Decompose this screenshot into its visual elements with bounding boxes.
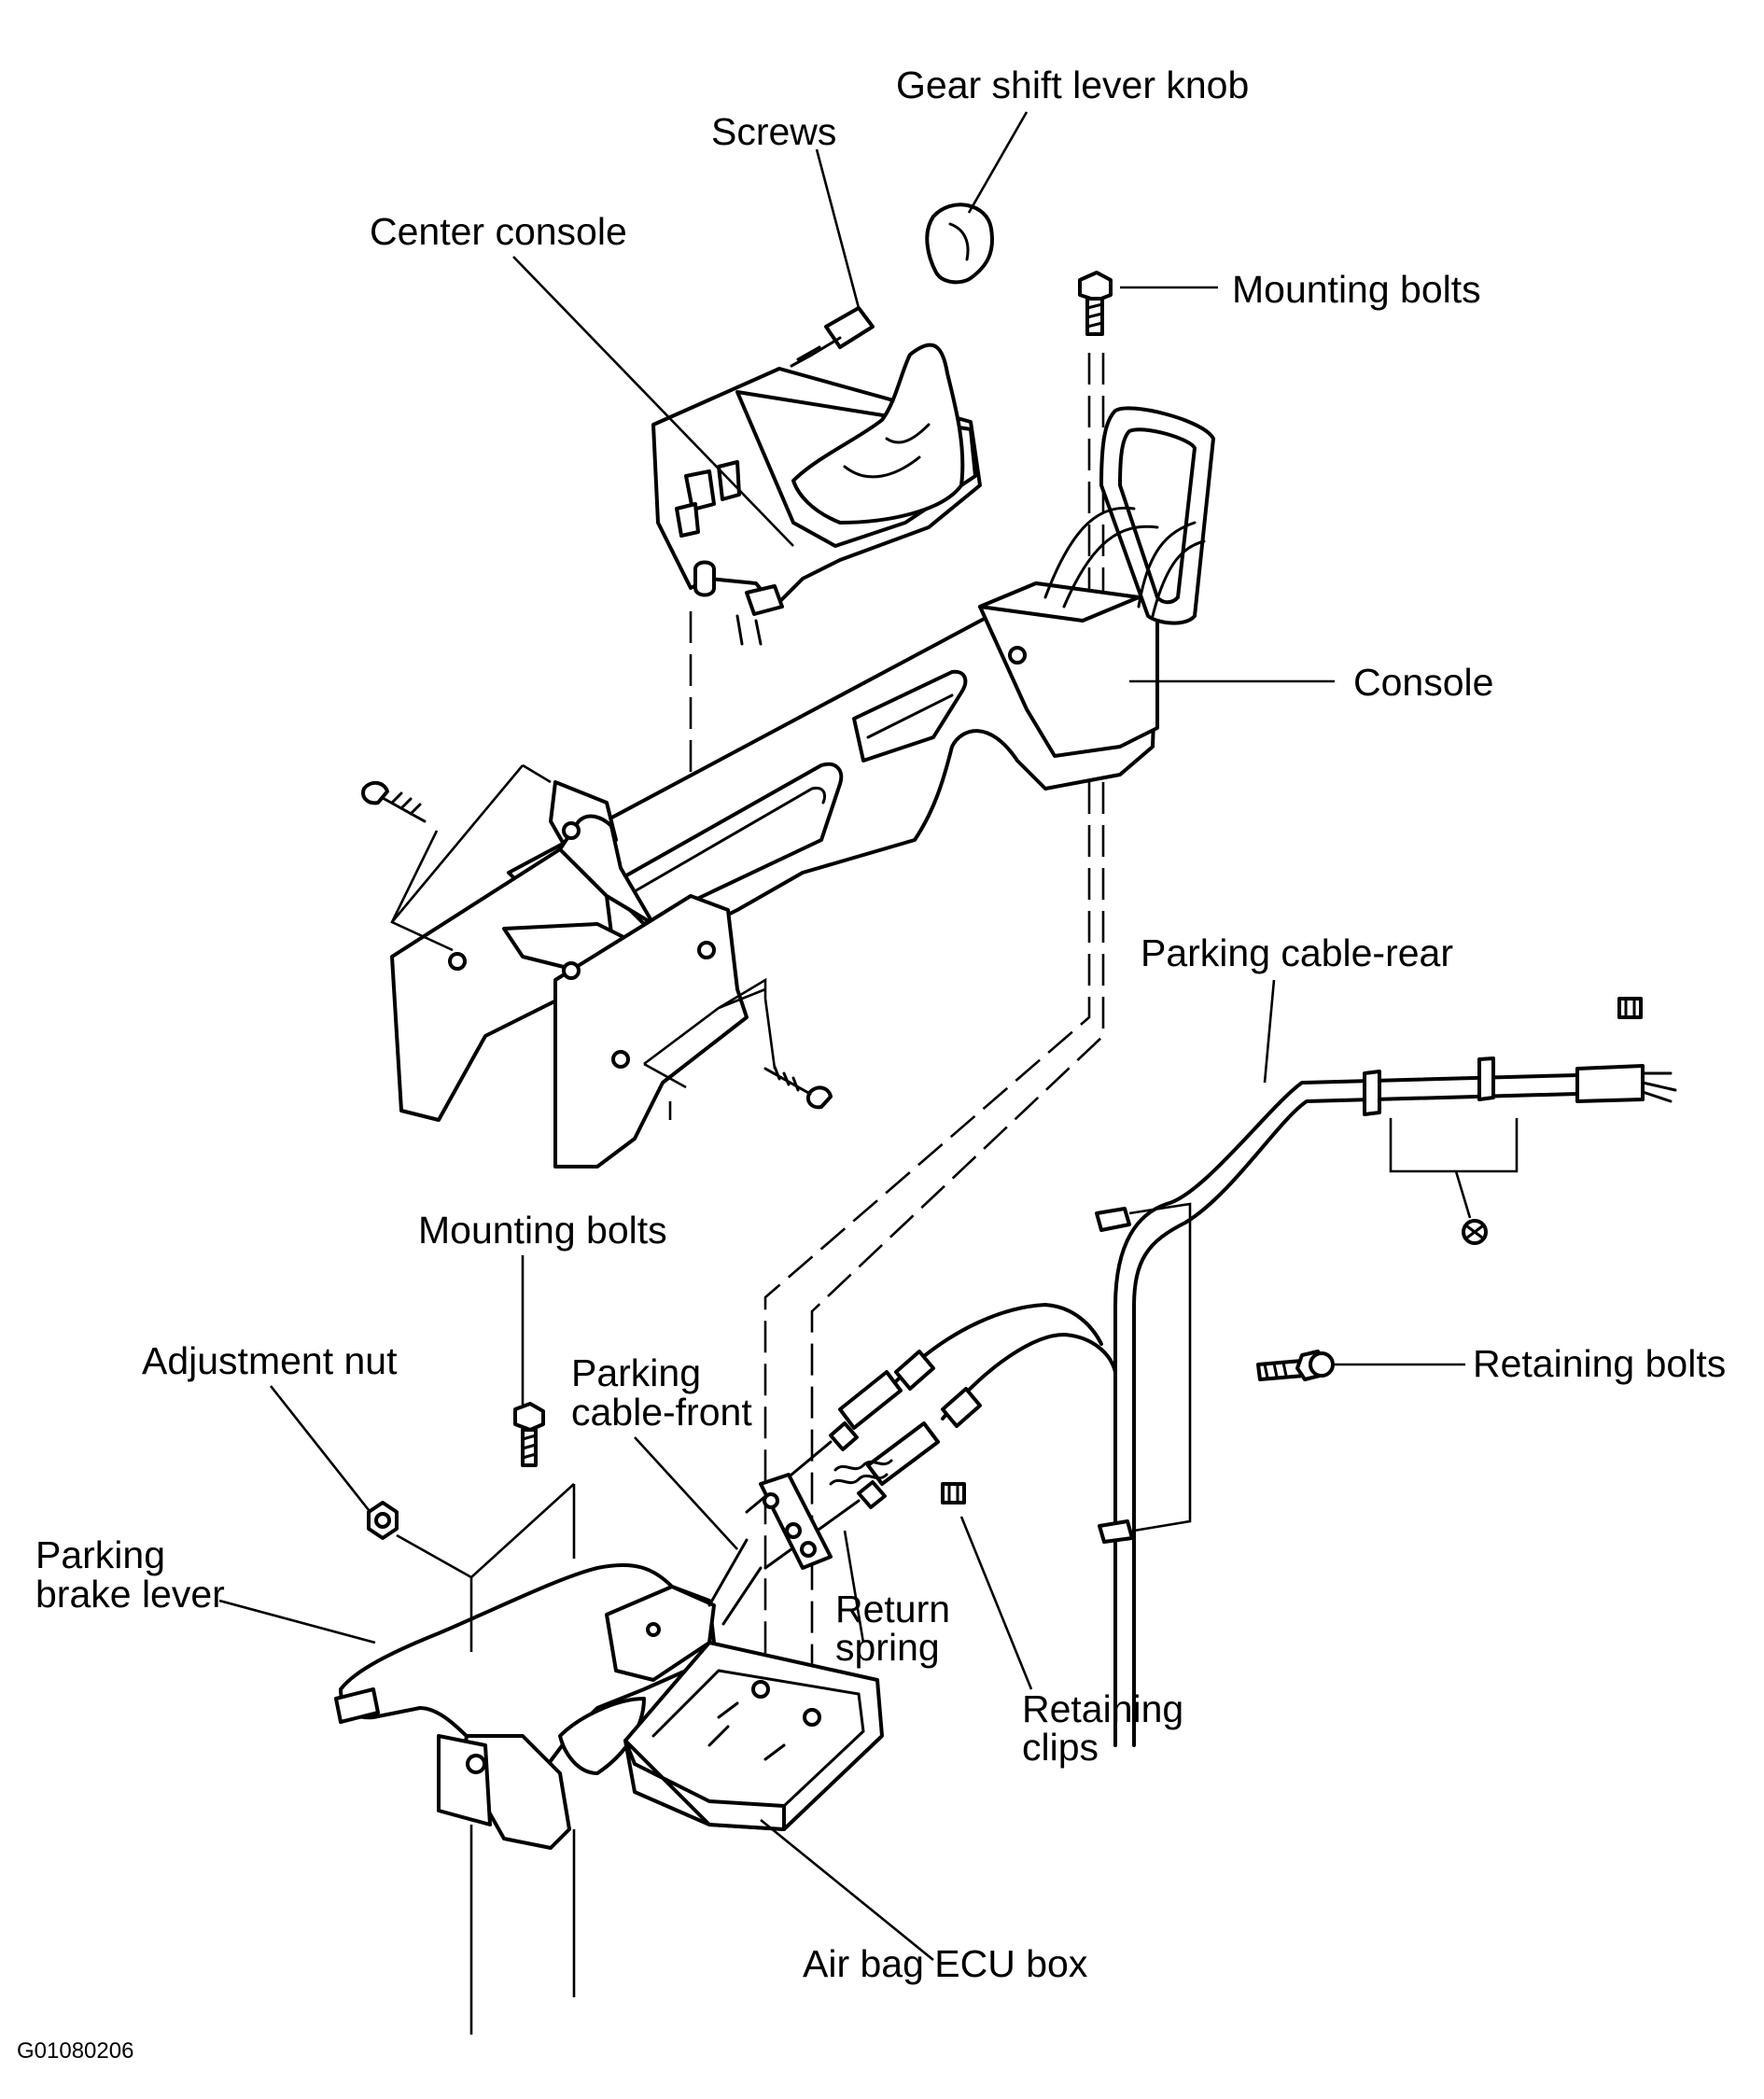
label-retaining-clips-2: clips <box>1022 1726 1099 1769</box>
label-return-spring-1: Return <box>835 1588 950 1630</box>
parking-cable-front <box>745 1303 1117 1570</box>
bottom-mounting-bolt <box>513 1402 545 1467</box>
label-parking-brake-lever-2: brake lever <box>35 1573 225 1616</box>
label-mounting-bolts-bottom: Mounting bolts <box>418 1209 667 1252</box>
parking-cable-rear <box>1095 997 1677 1747</box>
label-center-console: Center console <box>370 210 627 253</box>
leader-lines <box>218 111 1465 1962</box>
label-parking-cable-front-1: Parking <box>571 1351 701 1394</box>
labels: Gear shift lever knob Screws Center cons… <box>17 63 1726 2064</box>
gear-shift-knob <box>925 203 994 285</box>
top-mounting-bolt <box>1078 271 1113 336</box>
label-parking-cable-rear: Parking cable-rear <box>1141 931 1453 974</box>
console-screw-top <box>790 306 875 368</box>
label-console: Console <box>1353 661 1493 704</box>
label-retaining-bolts: Retaining bolts <box>1473 1342 1726 1385</box>
label-gear-shift-lever-knob: Gear shift lever knob <box>896 63 1249 106</box>
air-bag-ecu-box <box>623 1641 884 1831</box>
label-parking-brake-lever-1: Parking <box>35 1533 165 1576</box>
label-return-spring-2: spring <box>835 1626 940 1669</box>
retaining-bolt <box>1256 1350 1335 1381</box>
label-parking-cable-front-2: cable-front <box>571 1391 752 1434</box>
console-screws <box>361 763 833 1110</box>
label-air-bag-ecu-box: Air bag ECU box <box>803 1942 1088 1985</box>
label-retaining-clips-1: Retaining <box>1022 1687 1183 1730</box>
console-part <box>390 406 1215 1168</box>
label-mounting-bolts-top: Mounting bolts <box>1232 268 1481 311</box>
center-console-part <box>651 343 982 646</box>
adjustment-nut <box>367 1501 472 1579</box>
label-screws: Screws <box>711 110 836 153</box>
label-adjustment-nut: Adjustment nut <box>142 1339 398 1382</box>
figure-code: G01080206 <box>17 2038 133 2064</box>
